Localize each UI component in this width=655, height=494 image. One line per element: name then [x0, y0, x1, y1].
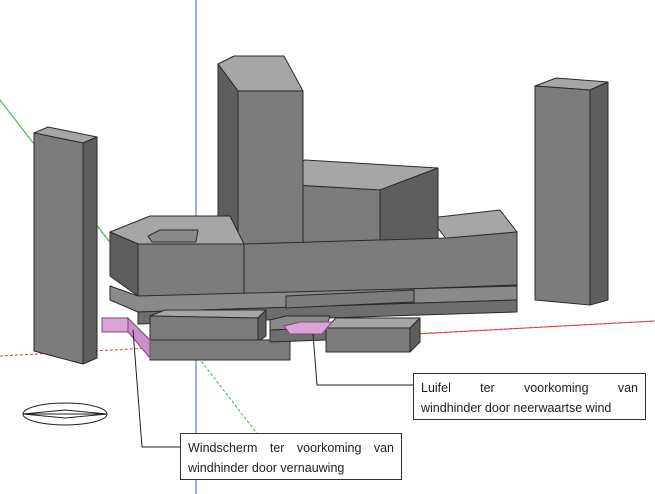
- leader-lines: [132, 329, 413, 448]
- front-low-block-right[interactable]: [325, 317, 421, 353]
- compass-icon[interactable]: [22, 402, 108, 426]
- right-tower[interactable]: [534, 77, 609, 306]
- callout-luifel: Luifel ter voorkoming van windhinder doo…: [413, 373, 646, 420]
- front-low-block-left[interactable]: [149, 309, 291, 361]
- callout-luifel-line2: windhinder door neerwaartse wind: [421, 401, 612, 415]
- canopy-luifel[interactable]: [283, 321, 334, 335]
- callout-windscherm-line2: windhinder door vernauwing: [188, 461, 345, 475]
- left-tower[interactable]: [33, 126, 98, 365]
- podium-block[interactable]: [109, 215, 518, 297]
- leader-windscherm: [132, 329, 180, 448]
- leader-luifel: [312, 333, 413, 386]
- callout-windscherm: Windscherm ter voorkoming van windhinder…: [180, 433, 402, 480]
- callout-luifel-line1: Luifel ter voorkoming van: [421, 381, 638, 395]
- windscreen-windscherm[interactable]: [101, 316, 151, 360]
- callout-windscherm-line1: Windscherm ter voorkoming van: [188, 441, 394, 455]
